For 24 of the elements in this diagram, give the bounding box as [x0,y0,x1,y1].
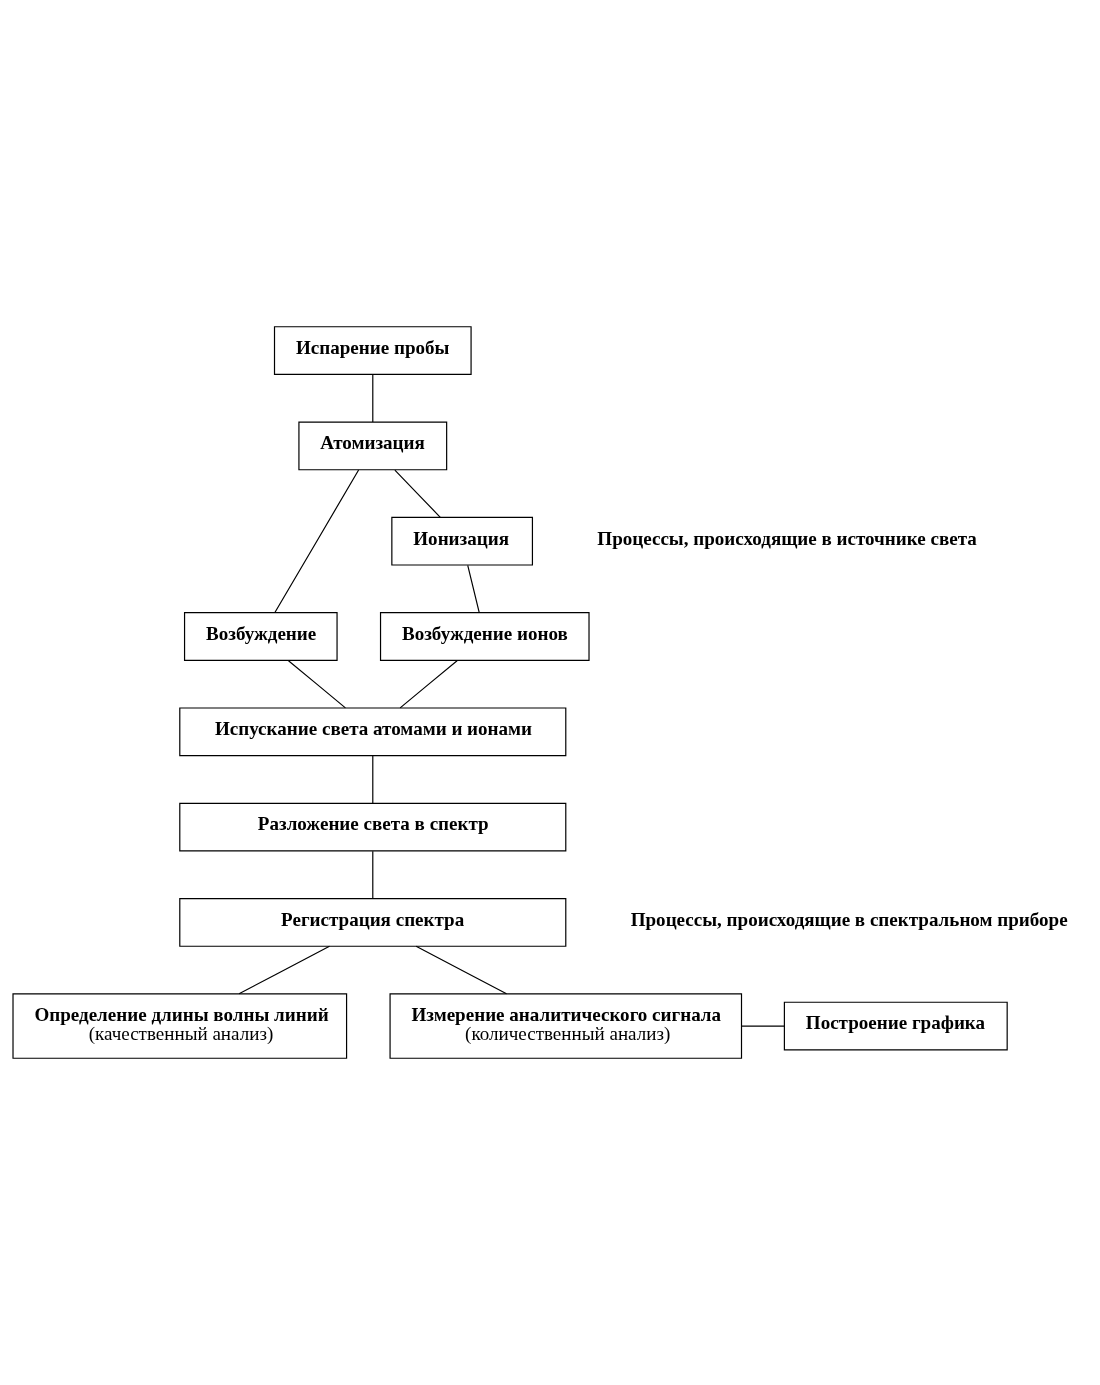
node-box: Испускание света атомами и ионами [179,707,567,757]
connector [741,1025,785,1027]
label: Процессы, происходящие в источнике света [597,527,977,549]
node-box: Построение графика [783,1001,1008,1051]
connector [372,755,374,804]
connector [372,374,374,423]
node-box: Ионизация [391,516,534,566]
node-box: Испарение пробы [273,326,472,375]
node-box: Атомизация [298,421,448,471]
connector [394,469,441,518]
node-box: Возбуждение [183,612,338,661]
connector [238,945,331,995]
connector [287,660,347,709]
connector [372,850,374,900]
connector [415,945,508,995]
node-box: Определение длины волны линий (качественный анализ) [12,993,348,1059]
label: Процессы, происходящие в спектральном приборе [630,908,1068,930]
connector [274,469,360,614]
node-box: Измерение аналитического сигнала (количественный анализ) [389,993,743,1059]
node-box: Регистрация спектра [179,898,567,947]
node-box: Разложение света в спектр [179,802,567,852]
connector [399,660,458,709]
node-box: Возбуждение ионов [379,612,590,661]
connector [467,564,480,614]
